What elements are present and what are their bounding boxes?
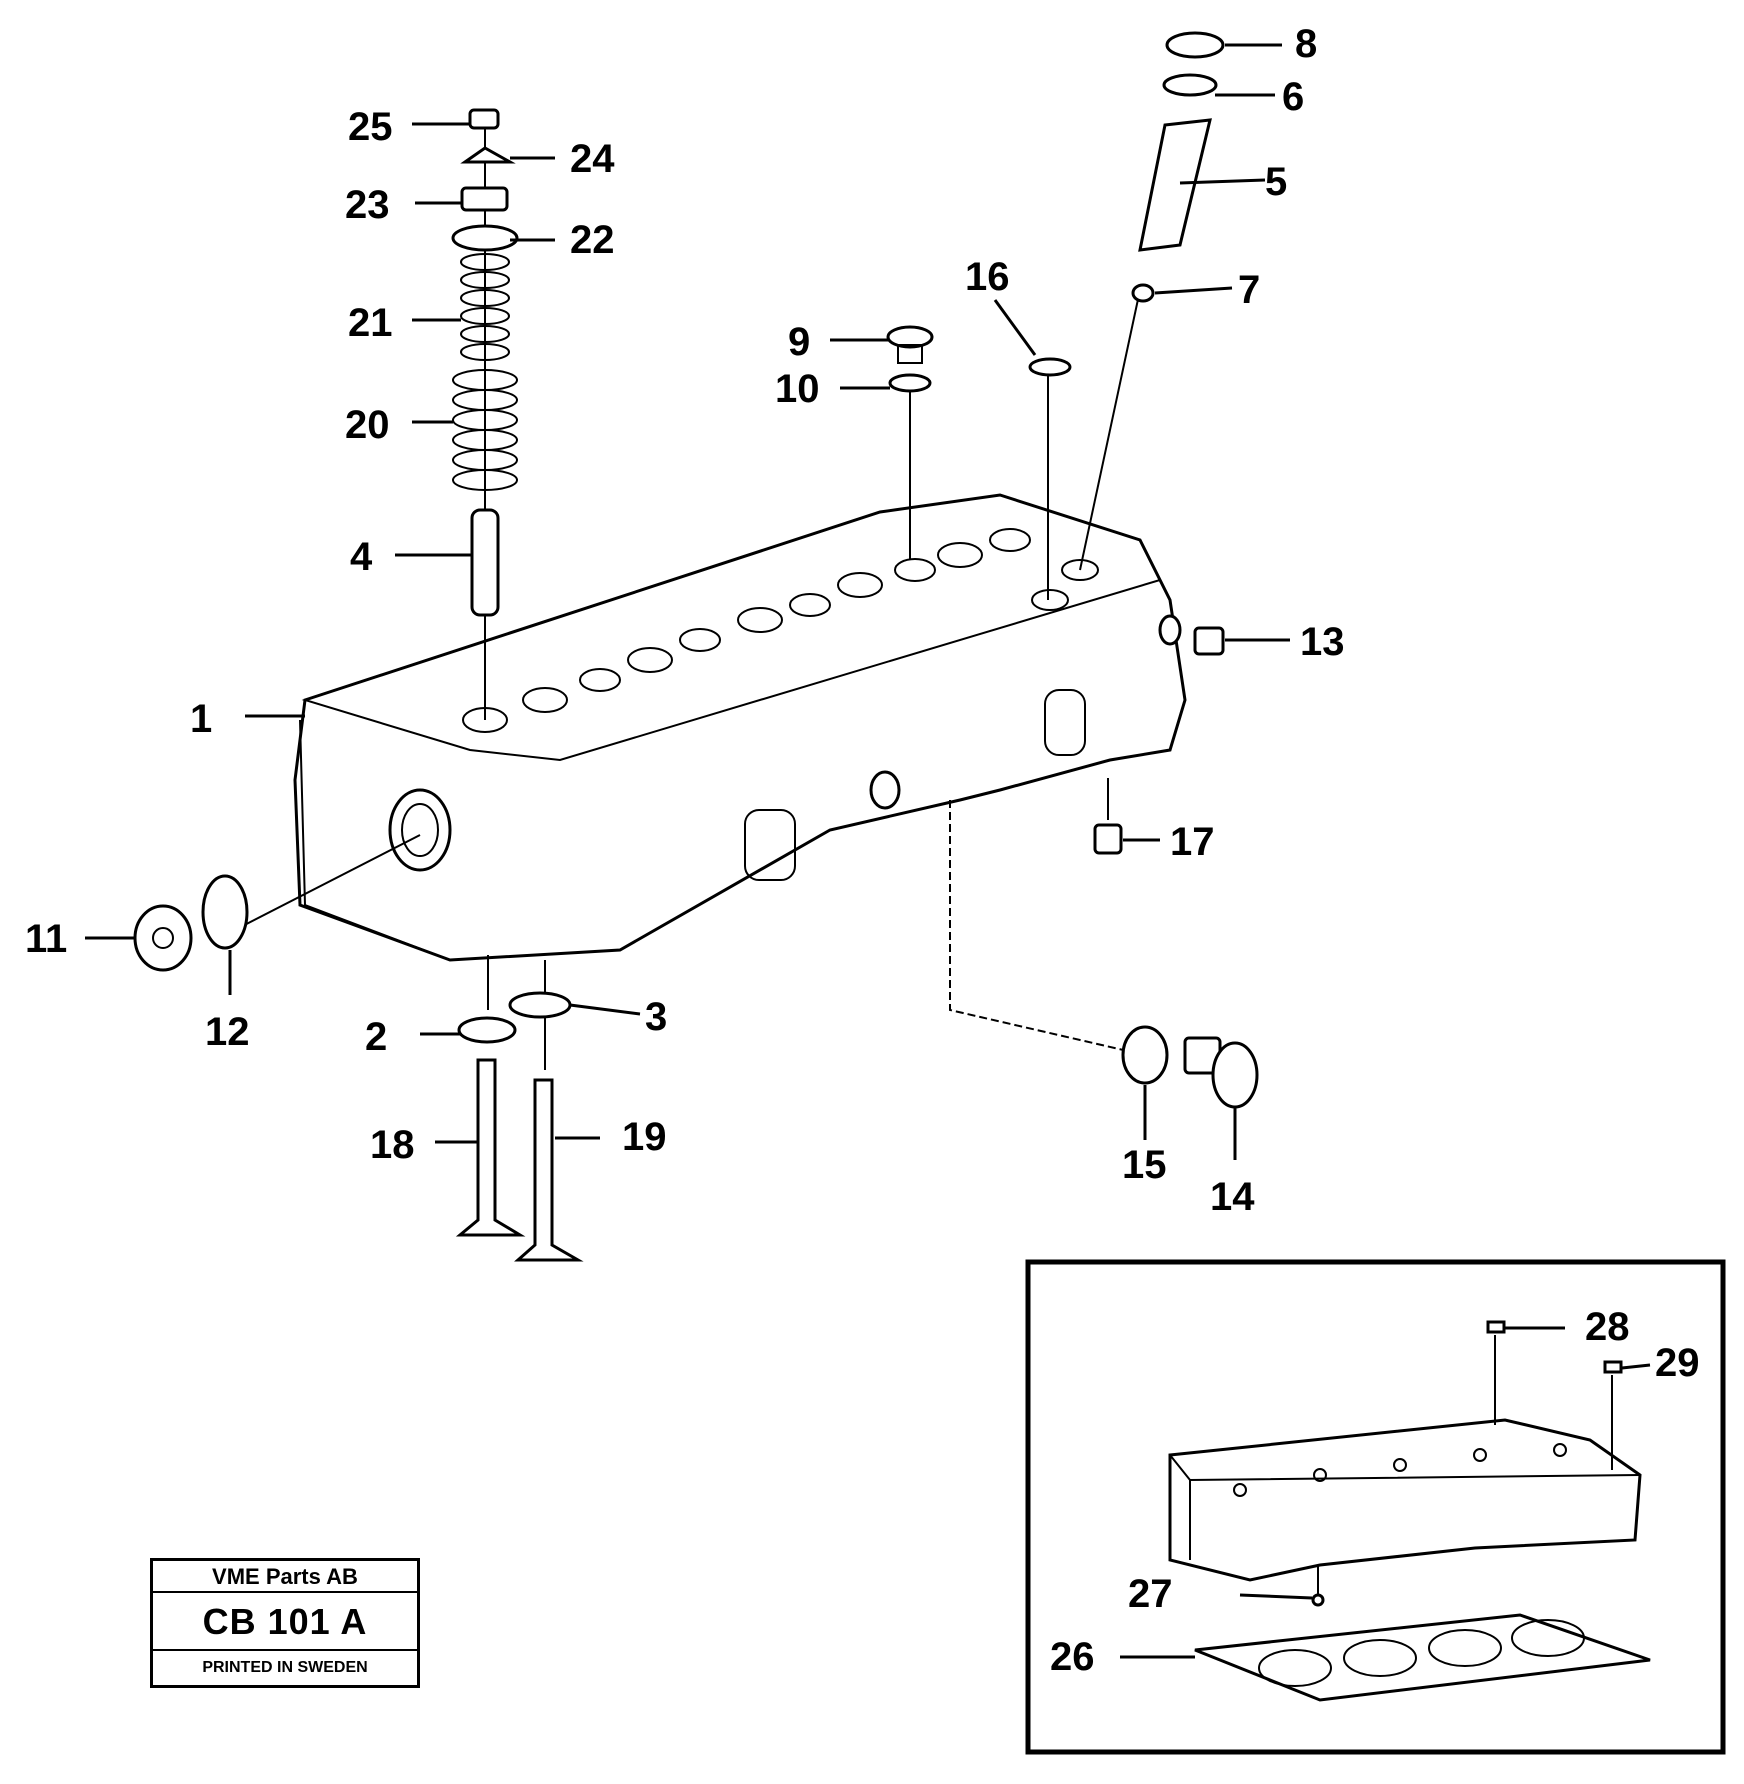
title-block: VME Parts AB CB 101 A PRINTED IN SWEDEN xyxy=(150,1558,420,1688)
callout-3: 3 xyxy=(645,995,667,1039)
callout-25: 25 xyxy=(348,105,393,149)
callout-6: 6 xyxy=(1282,75,1304,119)
part-19 xyxy=(514,1078,584,1262)
company-name: VME Parts AB xyxy=(153,1561,417,1593)
callout-2: 2 xyxy=(365,1015,387,1059)
callout-17: 17 xyxy=(1170,820,1215,864)
part-29 xyxy=(1603,1360,1623,1374)
part-22 xyxy=(451,224,519,252)
callout-5: 5 xyxy=(1265,160,1287,204)
o-ring-16 xyxy=(1028,357,1072,600)
plug-13 xyxy=(1193,626,1225,656)
plug-14-15 xyxy=(949,800,1259,1109)
callout-1: 1 xyxy=(190,697,212,741)
part-8 xyxy=(1165,31,1225,59)
part-27 xyxy=(1311,1593,1325,1607)
part-4 xyxy=(470,508,500,617)
part-17 xyxy=(1093,823,1123,855)
callout-21: 21 xyxy=(348,301,393,345)
part-18 xyxy=(455,1058,526,1237)
part-21-inner-spring xyxy=(460,253,510,361)
callout-20: 20 xyxy=(345,403,390,447)
callout-19: 19 xyxy=(622,1115,667,1159)
callout-13: 13 xyxy=(1300,620,1345,664)
part-11 xyxy=(133,904,193,972)
part-3 xyxy=(508,991,572,1019)
leader-lines xyxy=(85,43,1290,1160)
part-2 xyxy=(457,1016,517,1044)
part-14 xyxy=(1211,1041,1259,1109)
cylinder-head xyxy=(293,493,1187,962)
callout-16: 16 xyxy=(965,255,1010,299)
valves-and-seats xyxy=(455,955,584,1262)
drawing-number: CB 101 A xyxy=(153,1593,417,1651)
plug-17 xyxy=(1093,778,1123,855)
part-16 xyxy=(1028,357,1072,377)
part-12 xyxy=(201,874,249,950)
inset-assembly-view: 28 29 27 26 xyxy=(1025,1259,1726,1755)
injector-stack xyxy=(1079,31,1225,571)
callout-29: 29 xyxy=(1655,1341,1700,1385)
part-9 xyxy=(886,325,934,349)
callout-24: 24 xyxy=(570,137,615,181)
print-note: PRINTED IN SWEDEN xyxy=(202,1659,368,1676)
callout-12: 12 xyxy=(205,1010,250,1054)
plug-11-12 xyxy=(133,834,421,972)
part-15 xyxy=(1121,1025,1169,1085)
callout-28: 28 xyxy=(1585,1305,1630,1349)
callout-27: 27 xyxy=(1128,1572,1173,1616)
part-28 xyxy=(1486,1320,1506,1334)
callout-7: 7 xyxy=(1238,268,1260,312)
callout-4: 4 xyxy=(350,535,373,579)
callout-15: 15 xyxy=(1122,1143,1167,1187)
callout-23: 23 xyxy=(345,183,390,227)
valve-stack xyxy=(451,108,519,720)
part-7 xyxy=(1131,283,1155,303)
valve-ports xyxy=(462,528,1099,733)
part-24 xyxy=(460,146,516,164)
callout-18: 18 xyxy=(370,1123,415,1167)
callout-10: 10 xyxy=(775,367,820,411)
plug-9-10 xyxy=(886,325,934,560)
callout-14: 14 xyxy=(1210,1175,1255,1219)
part-13 xyxy=(1193,626,1225,656)
callout-9: 9 xyxy=(788,320,810,364)
callout-22: 22 xyxy=(570,218,615,262)
part-5 xyxy=(1138,118,1212,252)
callout-8: 8 xyxy=(1295,22,1317,66)
part-20-outer-spring xyxy=(452,369,518,491)
callout-11: 11 xyxy=(25,917,67,961)
part-6 xyxy=(1162,73,1218,97)
part-23 xyxy=(460,186,509,212)
part-25 xyxy=(468,108,500,130)
part-10 xyxy=(888,373,932,393)
callout-labels: 1 2 3 4 5 6 7 8 9 10 11 12 13 14 15 16 1… xyxy=(25,22,1345,1219)
callout-26: 26 xyxy=(1050,1635,1095,1679)
